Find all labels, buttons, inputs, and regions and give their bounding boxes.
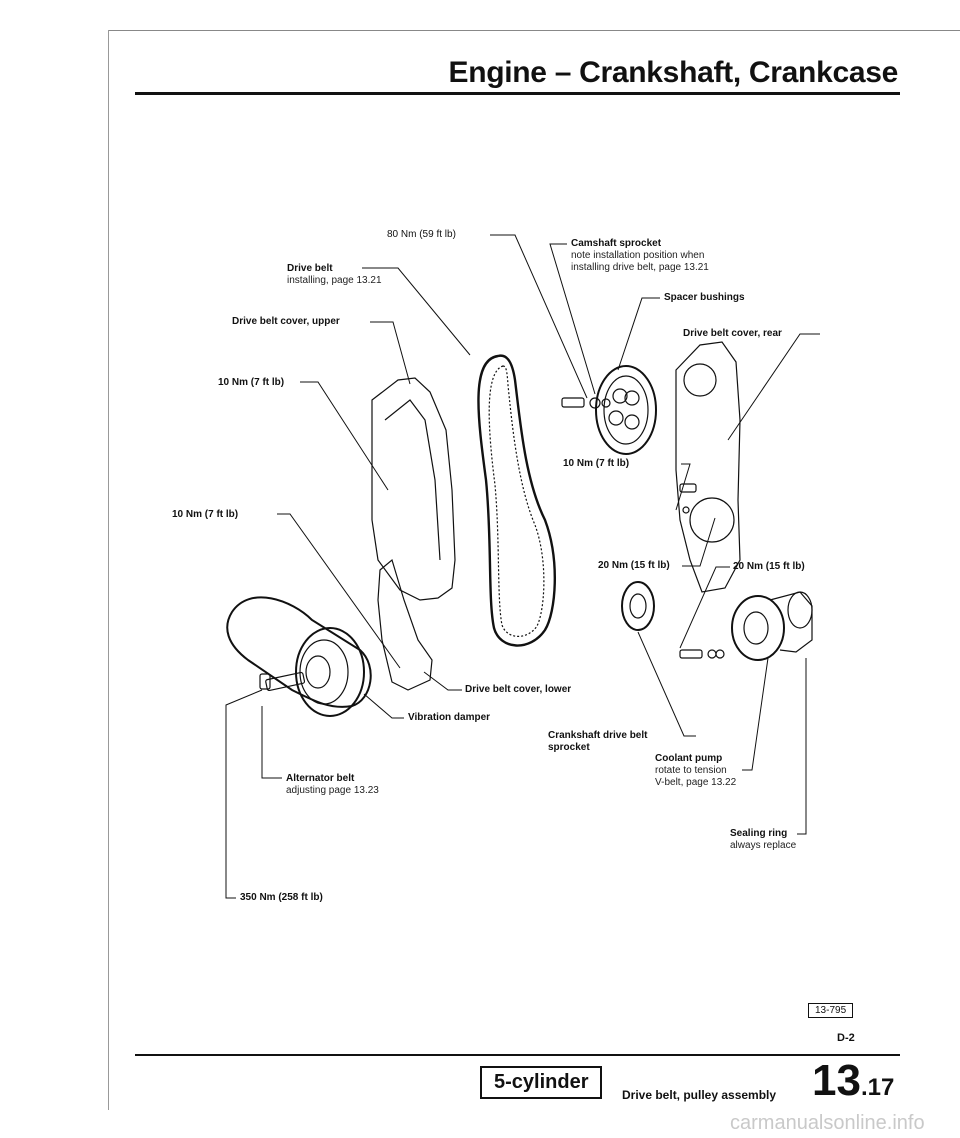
page-edge-left xyxy=(108,30,109,1110)
label-spacer-bushings: Spacer bushings xyxy=(664,292,745,303)
coolant-pump-shape xyxy=(731,595,785,661)
cover-lower-shape xyxy=(377,558,433,691)
label-drive-belt: Drive belt xyxy=(287,263,333,274)
label-torque-20a: 20 Nm (15 ft lb) xyxy=(598,560,670,571)
crankshaft-sprocket-shape xyxy=(621,581,655,631)
page-number-sub: .17 xyxy=(860,1074,895,1101)
figure-reference: 13-795 xyxy=(808,1003,854,1018)
label-coolant-pump: Coolant pump xyxy=(655,753,723,764)
label-coolant-note-2: V-belt, page 13.22 xyxy=(655,777,737,788)
label-crankshaft-sprocket-2: sprocket xyxy=(548,742,590,753)
label-torque-10a: 10 Nm (7 ft lb) xyxy=(218,377,285,388)
document-reference: D-2 xyxy=(837,1032,855,1044)
label-torque-20b: 20 Nm (15 ft lb) xyxy=(733,561,805,572)
page-number: 13.17 xyxy=(812,1056,894,1106)
footer-title: Drive belt, pulley assembly xyxy=(622,1088,777,1102)
page-title: Engine – Crankshaft, Crankcase xyxy=(448,56,898,89)
label-sealing-ring: Sealing ring xyxy=(730,828,788,839)
label-alternator-note: adjusting page 13.23 xyxy=(286,785,379,796)
label-cover-lower: Drive belt cover, lower xyxy=(465,684,572,695)
label-alternator-belt: Alternator belt xyxy=(286,773,355,784)
cover-upper-shape xyxy=(371,377,456,601)
label-torque-10b: 10 Nm (7 ft lb) xyxy=(172,509,239,520)
section-badge: 5-cylinder xyxy=(480,1066,603,1099)
page-number-main: 13 xyxy=(812,1056,861,1105)
label-camshaft-note-1: note installation position when xyxy=(571,250,705,261)
drive-belt-shape xyxy=(477,354,557,647)
label-torque-10c: 10 Nm (7 ft lb) xyxy=(563,458,630,469)
label-drive-belt-note: installing, page 13.21 xyxy=(287,275,382,286)
footer-rule xyxy=(135,1054,900,1056)
watermark: carmanualsonline.info xyxy=(730,1112,925,1134)
camshaft-sprocket-shape xyxy=(595,365,657,455)
cover-rear-shape xyxy=(675,341,741,593)
title-rule xyxy=(135,92,900,95)
label-crankshaft-sprocket-1: Crankshaft drive belt xyxy=(548,730,648,741)
alternator-belt-shape xyxy=(226,596,372,708)
page-edge-top xyxy=(108,30,960,31)
label-camshaft-note-2: installing drive belt, page 13.21 xyxy=(571,262,709,273)
label-cover-rear: Drive belt cover, rear xyxy=(683,328,782,339)
label-vibration-damper: Vibration damper xyxy=(408,712,491,723)
label-torque-80: 80 Nm (59 ft lb) xyxy=(387,229,456,240)
vibration-damper-shape xyxy=(295,627,365,717)
label-coolant-note-1: rotate to tension xyxy=(655,765,727,776)
label-camshaft-sprocket: Camshaft sprocket xyxy=(571,238,662,249)
label-sealing-note: always replace xyxy=(730,840,797,851)
label-cover-upper: Drive belt cover, upper xyxy=(232,316,340,327)
label-torque-350: 350 Nm (258 ft lb) xyxy=(240,892,323,903)
